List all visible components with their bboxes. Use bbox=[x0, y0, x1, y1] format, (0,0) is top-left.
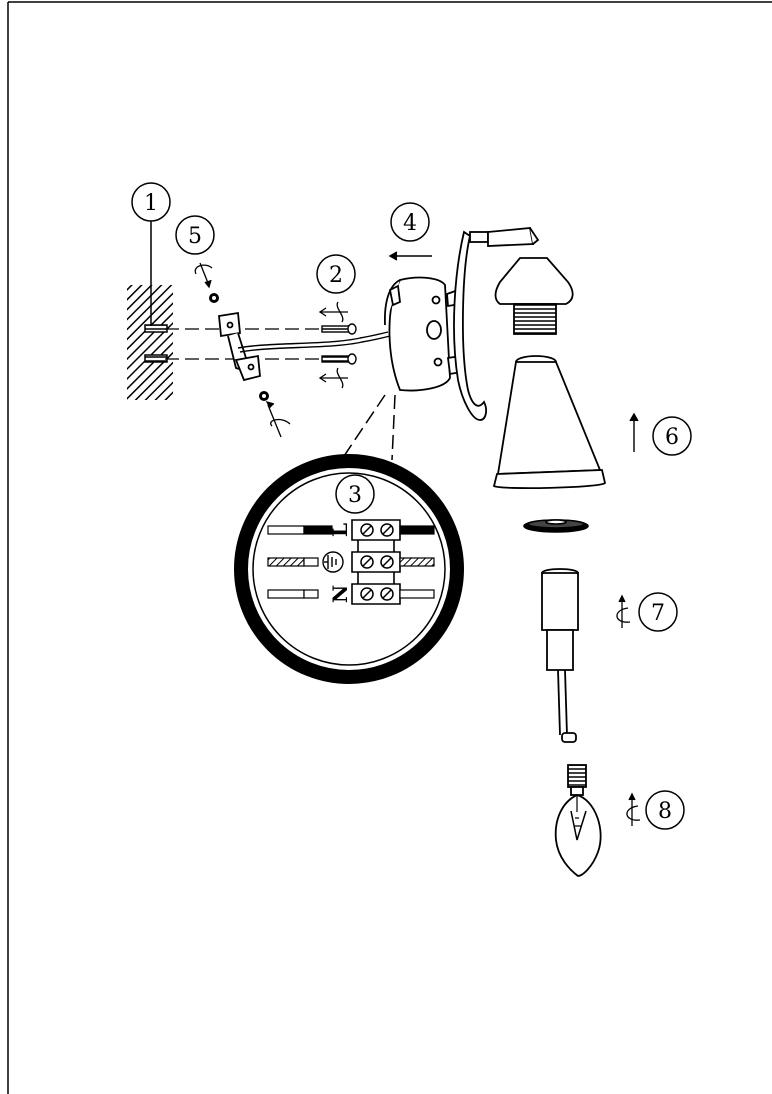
guide-lines bbox=[165, 328, 320, 360]
callout-1: 1 bbox=[131, 182, 171, 326]
lamp-holder-cap bbox=[494, 257, 574, 335]
svg-text:5: 5 bbox=[188, 224, 202, 249]
svg-text:4: 4 bbox=[403, 211, 417, 236]
callout-4: 4 bbox=[390, 202, 430, 242]
wiring-detail: L N 3 bbox=[234, 454, 464, 684]
svg-text:7: 7 bbox=[651, 601, 665, 626]
svg-text:3: 3 bbox=[348, 483, 362, 508]
lift-arrow-6 bbox=[629, 412, 639, 452]
svg-text:2: 2 bbox=[329, 263, 343, 288]
rotate-arrow-8 bbox=[626, 792, 641, 826]
terminal-label-neutral: N bbox=[328, 585, 352, 603]
lamp-arm bbox=[453, 227, 540, 421]
rotate-arrow-5-top bbox=[194, 262, 213, 289]
canopy bbox=[384, 276, 462, 392]
wire-neutral bbox=[267, 589, 435, 599]
callout-5: 5 bbox=[175, 215, 215, 255]
wire-earth bbox=[267, 557, 435, 567]
page-frame bbox=[7, 1, 772, 1094]
detail-leader-lines bbox=[339, 394, 396, 463]
callout-8: 8 bbox=[645, 790, 685, 830]
nut-top bbox=[209, 293, 219, 303]
nut-bottom bbox=[259, 391, 269, 401]
callout-6: 6 bbox=[652, 416, 692, 456]
callout-2: 2 bbox=[316, 254, 356, 294]
wire-live bbox=[267, 525, 435, 535]
shade-ring bbox=[523, 519, 589, 533]
candle-bulb bbox=[554, 764, 602, 877]
screw-bottom bbox=[321, 353, 357, 365]
callout-3: 3 bbox=[335, 474, 375, 514]
terminal-screws bbox=[360, 523, 394, 601]
mount-arrow-4 bbox=[388, 251, 432, 261]
rotate-arrow-7 bbox=[616, 594, 631, 628]
svg-text:6: 6 bbox=[665, 425, 679, 450]
rotate-arrow-5-bottom bbox=[265, 400, 291, 438]
svg-text:1: 1 bbox=[144, 191, 158, 216]
lamp-socket bbox=[541, 568, 579, 743]
lamp-shade bbox=[492, 355, 606, 490]
earth-symbol-icon bbox=[322, 551, 344, 573]
supply-cable bbox=[237, 331, 391, 353]
screw-top bbox=[321, 323, 357, 335]
terminal-label-live: L bbox=[328, 523, 352, 537]
svg-text:8: 8 bbox=[658, 799, 672, 824]
insert-arrows-2 bbox=[318, 301, 348, 389]
callout-7: 7 bbox=[638, 592, 678, 632]
wall bbox=[127, 285, 173, 400]
mounting-bracket bbox=[218, 311, 261, 382]
